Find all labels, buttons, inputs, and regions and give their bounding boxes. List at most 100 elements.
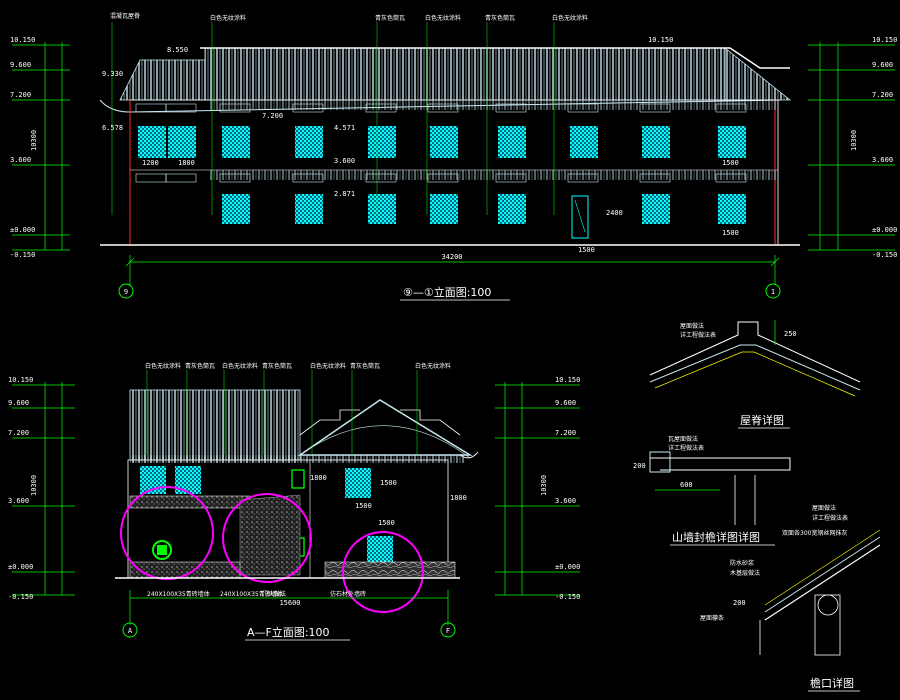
- top-lower-window-lintel: [135, 173, 167, 183]
- top-right-level-ruler: [808, 42, 895, 251]
- bottom-left-level: ±0.000: [8, 563, 33, 571]
- top-upper-window: [498, 126, 526, 158]
- top-axis-right-bubble: [765, 283, 781, 299]
- top-window-dim: 1500: [578, 246, 595, 254]
- top-roof-tiles: [204, 47, 726, 101]
- top-lower-window-lintel: [292, 173, 324, 183]
- bottom-elevation: 15600 A F A—F立面图:100: [12, 382, 580, 641]
- top-lower-window-lintel: [365, 173, 397, 183]
- top-upper-window: [718, 126, 746, 158]
- top-upper-window-lintel: [219, 103, 251, 113]
- eave-note: 木基层做法: [730, 569, 760, 577]
- top-annotation: 白色无纹涂料: [210, 14, 246, 22]
- ridge-note: 详工程做法表: [680, 331, 716, 339]
- bottom-axis-left-bubble: [122, 622, 138, 638]
- top-inner-level: 9.330: [102, 70, 123, 78]
- eave-note: 双面各300宽钢丝网抹灰: [782, 529, 847, 537]
- top-window-dim: 1500: [722, 229, 739, 237]
- bottom-annotation: 白色无纹涂料: [145, 362, 181, 370]
- top-lower-window: [430, 194, 458, 224]
- bottom-right-level: -0.150: [555, 593, 580, 601]
- top-upper-window: [222, 126, 250, 158]
- bottom-window-dim: 1500: [378, 519, 395, 527]
- top-lower-window-lintel: [567, 173, 599, 183]
- top-upper-window-lintel: [427, 103, 459, 113]
- top-annotation: 混凝瓦屋脊: [110, 12, 140, 20]
- top-upper-window-lintel: [365, 103, 397, 113]
- bottom-window-dim: 1500: [380, 479, 397, 487]
- bottom-left-level: -0.150: [8, 593, 33, 601]
- bottom-annotation: 白色无纹涂料: [222, 362, 258, 370]
- top-window-dim: 1200: [142, 159, 159, 167]
- gable-note: 瓦屋面做法: [668, 435, 698, 443]
- bottom-window-5: [291, 469, 305, 489]
- top-annotation: 白色无纹涂料: [552, 14, 588, 22]
- top-inner-level: 2.871: [334, 190, 355, 198]
- top-left-level: 3.600: [10, 156, 31, 164]
- top-lower-window: [295, 194, 323, 224]
- top-upper-window-lintel: [135, 103, 167, 113]
- top-lower-window: [498, 194, 526, 224]
- bottom-right-level: 3.600: [555, 497, 576, 505]
- top-upper-window-lintel: [165, 103, 197, 113]
- top-left-level: 10.150: [10, 36, 35, 44]
- bottom-material-note: 仿石材外墙砖: [330, 590, 366, 598]
- top-right-level: ±0.000: [872, 226, 897, 234]
- gable-note: 详工程做法表: [668, 444, 704, 452]
- bottom-window-dim: 1800: [310, 474, 327, 482]
- bottom-window-3: [345, 468, 371, 498]
- bottom-left-level: 9.600: [8, 399, 29, 407]
- top-roof-ridge: [200, 47, 790, 69]
- bottom-round-window: [152, 540, 172, 560]
- bottom-left-level-ruler: [12, 382, 75, 596]
- top-inner-level: 3.600: [334, 157, 355, 165]
- top-lower-windows: [135, 173, 747, 224]
- top-upper-window: [168, 126, 196, 158]
- top-upper-window-lintel: [495, 103, 527, 113]
- top-lower-window-lintel: [427, 173, 459, 183]
- top-right-level: -0.150: [872, 251, 897, 259]
- bottom-window-dim: 1800: [450, 494, 467, 502]
- top-upper-window-lintel: [567, 103, 599, 113]
- bottom-right-level-ruler: [495, 382, 580, 596]
- top-annotation: 白色无纹涂料: [425, 14, 461, 22]
- bottom-window-dim: 1500: [355, 502, 372, 510]
- bottom-right-level: ±0.000: [555, 563, 580, 571]
- eave-title: 檐口详图: [810, 676, 854, 690]
- gable-dim-1: 600: [680, 481, 693, 489]
- top-axis-right-label: 1: [771, 288, 775, 296]
- bottom-total-width: 15600: [279, 599, 300, 607]
- bottom-annotation: 白色无纹涂料: [310, 362, 346, 370]
- bottom-left-level: 7.200: [8, 429, 29, 437]
- bottom-vertical-total: 10300: [30, 475, 38, 496]
- top-roof-right-slope: [724, 47, 792, 101]
- bottom-annotation: 青灰色筒瓦: [262, 362, 292, 370]
- top-upper-window: [570, 126, 598, 158]
- bottom-axis-right-bubble: [440, 622, 456, 638]
- highlight-circle-2: [222, 493, 312, 583]
- top-vertical-total-right: 10300: [850, 130, 858, 151]
- top-upper-window-lintel: [715, 103, 747, 113]
- top-inner-level: 6.578: [102, 124, 123, 132]
- eave-note: 屋面檩条: [700, 614, 724, 622]
- bottom-axis-left-label: A: [128, 627, 133, 635]
- bottom-material-note: 240X100X35青砖墙体: [220, 590, 283, 598]
- top-lower-window-lintel: [715, 173, 747, 183]
- bottom-annotation: 白色无纹涂料: [415, 362, 451, 370]
- top-upper-window-lintel: [639, 103, 671, 113]
- top-lower-window-lintel: [639, 173, 671, 183]
- top-lower-window: [368, 194, 396, 224]
- ridge-title: 屋脊详图: [740, 413, 784, 427]
- top-upper-window: [138, 126, 166, 158]
- top-annotation: 青灰色筒瓦: [375, 14, 405, 22]
- gable-title: 山墙封檐详图详图: [672, 530, 760, 544]
- top-right-level: 9.600: [872, 61, 893, 69]
- top-left-level: -0.150: [10, 251, 35, 259]
- ridge-detail: 250 屋脊详图: [649, 320, 861, 429]
- top-elevation: 34200 9 1 ⑨—①立面图:100: [12, 42, 895, 301]
- top-inner-level: 4.571: [334, 124, 355, 132]
- top-door: [571, 195, 589, 239]
- gable-dim-2: 200: [633, 462, 646, 470]
- bottom-annotation: 青灰色筒瓦: [185, 362, 215, 370]
- bottom-left-level: 10.150: [8, 376, 33, 384]
